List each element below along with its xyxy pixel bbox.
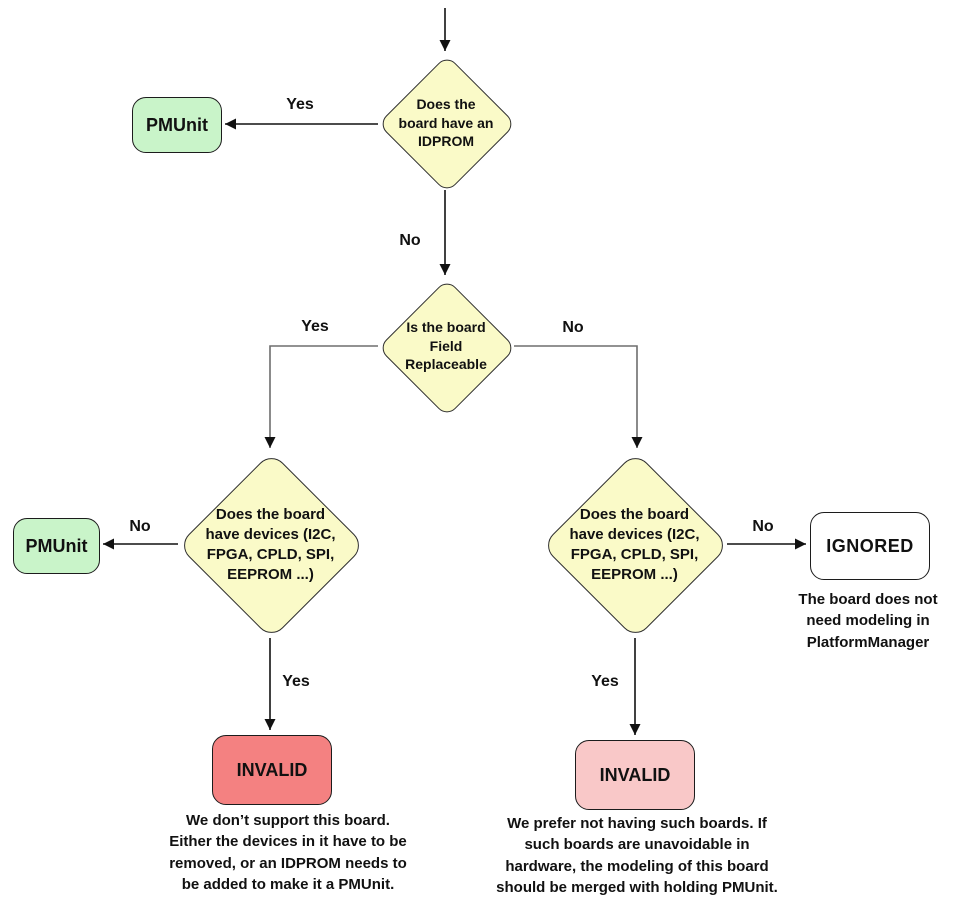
decision-devices-line: have devices (I2C, xyxy=(205,525,336,543)
decision-idprom-line: Does the xyxy=(416,95,476,112)
decision-devices-line: FPGA, CPLD, SPI, xyxy=(570,546,699,563)
decision-idprom-line: board have an xyxy=(398,114,494,131)
node-pmunit-left: PMUnit xyxy=(13,518,100,574)
decision-devices-line: Does the board xyxy=(215,505,326,523)
edge-label-devices-right-no: No xyxy=(752,518,774,535)
caption-line: removed, or an IDPROM needs to xyxy=(169,854,407,872)
node-invalid-right-label: INVALID xyxy=(599,764,671,785)
node-pmunit-top-label: PMUnit xyxy=(146,114,208,135)
caption-line: We don’t support this board. xyxy=(186,812,390,829)
edge-label-field-yes: Yes xyxy=(301,318,329,335)
decision-field-replaceable: Is the board Field Replaceable xyxy=(377,278,517,418)
decision-devices-right-text: Does the board have devices (I2C, FPGA, … xyxy=(542,453,727,637)
decision-idprom: Does the board have an IDPROM xyxy=(377,54,517,194)
decision-field-line: Is the board xyxy=(406,318,486,335)
decision-field-replaceable-text: Is the board Field Replaceable xyxy=(378,280,514,412)
caption-invalid-left: We don’t support this board. Either the … xyxy=(116,810,460,896)
decision-devices-line: have devices (I2C, xyxy=(569,525,700,543)
node-ignored: IGNORED xyxy=(810,512,930,580)
edge-label-idprom-no: No xyxy=(399,232,421,249)
caption-line: hardware, the modeling of this board xyxy=(505,857,769,875)
edge-field-no-to-devices-right xyxy=(514,345,643,448)
decision-field-line: Replaceable xyxy=(405,356,487,373)
caption-line: such boards are unavoidable in xyxy=(524,836,750,854)
decision-devices-left-text: Does the board have devices (I2C, FPGA, … xyxy=(178,453,363,637)
caption-line: be added to make it a PMUnit. xyxy=(181,876,395,894)
caption-line: PlatformManager xyxy=(806,633,930,651)
caption-invalid-right: We prefer not having such boards. If suc… xyxy=(442,813,832,899)
edge-label-devices-left-yes: Yes xyxy=(282,673,310,690)
edge-field-yes-to-devices-left xyxy=(264,345,378,448)
caption-line: need modeling in xyxy=(806,612,930,630)
node-ignored-label: IGNORED xyxy=(826,535,914,556)
edge-label-field-no: No xyxy=(562,319,584,336)
decision-devices-line: FPGA, CPLD, SPI, xyxy=(206,546,335,563)
node-pmunit-top: PMUnit xyxy=(132,97,222,153)
decision-devices-line: EEPROM ...) xyxy=(227,566,314,584)
edge-label-devices-left-no: No xyxy=(129,518,151,535)
decision-idprom-line: IDPROM xyxy=(418,133,474,150)
caption-line: Either the devices in it have to be xyxy=(169,833,407,851)
caption-line: We prefer not having such boards. If xyxy=(507,815,767,832)
decision-devices-right: Does the board have devices (I2C, FPGA, … xyxy=(541,451,730,640)
node-invalid-right: INVALID xyxy=(575,740,695,810)
decision-devices-line: Does the board xyxy=(579,505,690,523)
decision-idprom-text: Does the board have an IDPROM xyxy=(378,56,514,190)
decision-devices-line: EEPROM ...) xyxy=(591,566,678,584)
decision-field-line: Field xyxy=(429,337,463,354)
caption-line: The board does not xyxy=(798,591,938,608)
caption-ignored: The board does not need modeling in Plat… xyxy=(758,589,968,653)
edge-label-idprom-yes: Yes xyxy=(286,96,314,113)
node-invalid-left: INVALID xyxy=(212,735,332,805)
node-pmunit-left-label: PMUnit xyxy=(25,535,88,556)
decision-devices-left: Does the board have devices (I2C, FPGA, … xyxy=(177,451,366,640)
node-invalid-left-label: INVALID xyxy=(236,759,308,780)
caption-line: should be merged with holding PMUnit. xyxy=(496,879,778,897)
edge-label-devices-right-yes: Yes xyxy=(591,673,619,690)
